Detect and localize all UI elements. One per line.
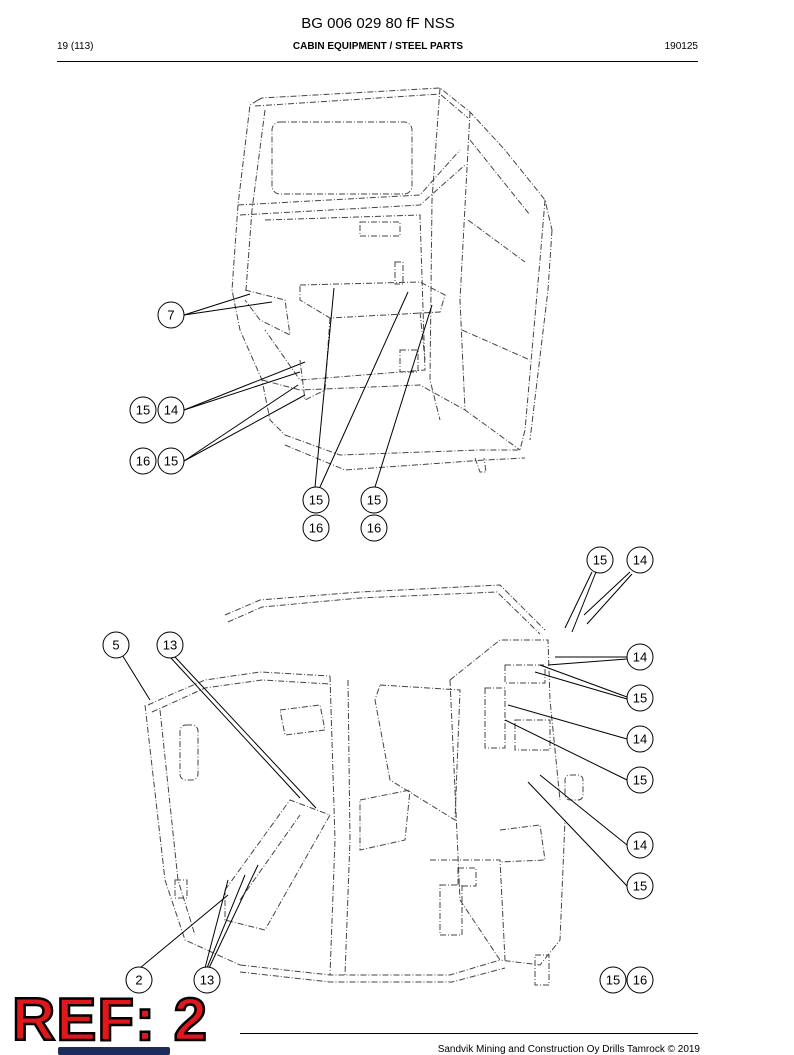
callout-balloon: 14 [626,831,654,859]
svg-text:15: 15 [367,493,381,508]
callout-balloon: 15 [302,486,330,514]
svg-text:13: 13 [200,973,214,988]
svg-text:15: 15 [593,553,607,568]
section-title: CABIN EQUIPMENT / STEEL PARTS [292,41,464,52]
callout-balloon: 14 [157,396,185,424]
svg-text:15: 15 [633,773,647,788]
footer-copyright: Sandvik Mining and Construction Oy Drill… [437,1044,700,1054]
callout-balloon: 2 [125,966,153,994]
svg-text:14: 14 [633,650,647,665]
bottom-cabin-drawing [144,584,584,986]
reference-stamp: REF: 2 [11,985,209,1054]
svg-text:14: 14 [633,732,647,747]
svg-text:15: 15 [309,493,323,508]
callout-balloon: 14 [626,546,654,574]
svg-text:14: 14 [633,838,647,853]
leader-lines [115,287,633,969]
callout-balloon: 16 [360,514,388,542]
svg-text:16: 16 [633,973,647,988]
page-number: 19 (113) [57,41,94,52]
callout-balloon: 7 [157,301,185,329]
callout-balloon: 16 [302,514,330,542]
callout-balloon: 16 [129,447,157,475]
footer-rule [240,1033,698,1034]
svg-text:15: 15 [633,879,647,894]
svg-text:14: 14 [633,553,647,568]
callout-balloon: 14 [626,643,654,671]
svg-text:13: 13 [163,638,177,653]
header-rule [57,61,698,62]
callout-balloon: 15 [157,447,185,475]
brand-logo [58,1047,170,1055]
callout-balloon: 15 [129,396,157,424]
svg-text:15: 15 [606,973,620,988]
callout-balloon: 15 [586,546,614,574]
callout-balloon: 14 [626,725,654,753]
svg-text:15: 15 [164,454,178,469]
svg-text:2: 2 [135,973,142,988]
svg-text:16: 16 [367,521,381,536]
svg-text:5: 5 [112,638,119,653]
callout-balloon: 15 [626,766,654,794]
document-date: 190125 [664,41,698,52]
callout-balloon: 15 [360,486,388,514]
callout-balloon: 13 [193,966,221,994]
callout-balloon: 15 [626,872,654,900]
svg-text:15: 15 [633,691,647,706]
callout-balloon: 16 [626,966,654,994]
callout-balloon: 15 [626,684,654,712]
callouts-bottom: 15 14 5 13 14 15 14 15 14 15 2 13 15 16 [102,546,654,994]
top-cabin-drawing [231,87,553,473]
callout-balloon: 13 [156,631,184,659]
callouts-top: 7 15 14 16 15 15 16 15 16 [129,301,388,542]
svg-text:16: 16 [309,521,323,536]
callout-balloon: 15 [599,966,627,994]
document-code: BG 006 029 80 fF NSS [301,15,455,32]
callout-balloon: 5 [102,631,130,659]
svg-text:14: 14 [164,403,178,418]
svg-text:7: 7 [167,308,174,323]
svg-text:16: 16 [136,454,150,469]
svg-text:15: 15 [136,403,150,418]
